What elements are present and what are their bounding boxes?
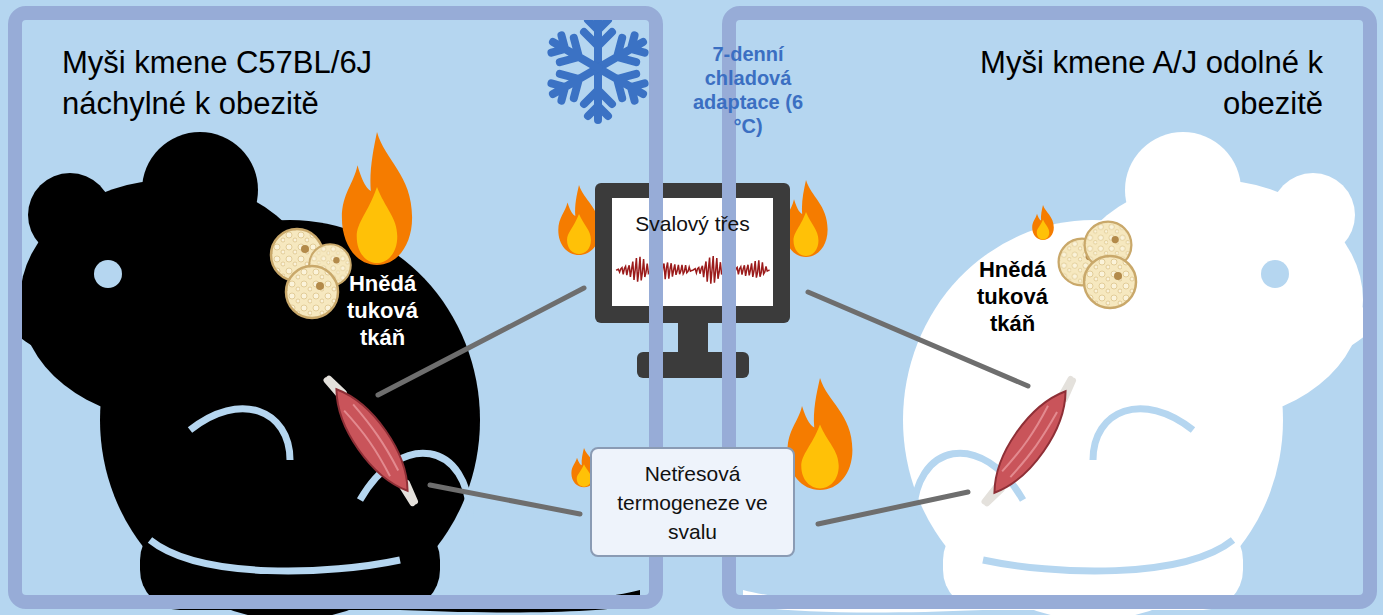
node-text: Myši kmene C57BL/6J náchylné k obezitě (62, 42, 462, 124)
node-text: Netřesová termogeneze ve svalu (602, 459, 783, 546)
obesity-prone-mouse (11, 132, 640, 615)
tissue-label: Hnědá tuková tkáň (965, 256, 1060, 337)
strain-panel: Myši kmene C57BL/6J náchylné k obezitě (8, 6, 663, 609)
obesity-resistant-mouse (743, 132, 1372, 615)
node-text: Svalový třes (612, 198, 773, 236)
snowflake (546, 16, 650, 120)
tissue-label: Hnědá tuková tkáň (335, 270, 430, 351)
node-text: Myši kmene A/J odolné k obezitě (923, 42, 1323, 124)
strain-panel: Myši kmene A/J odolné k obezitě (722, 6, 1377, 609)
monitor (595, 183, 790, 378)
monitor-screen: Svalový třes (612, 198, 773, 306)
condition-label: 7-denní chladová adaptace (6 °C) (688, 42, 808, 138)
process-box: Netřesová termogeneze ve svalu (590, 447, 795, 557)
